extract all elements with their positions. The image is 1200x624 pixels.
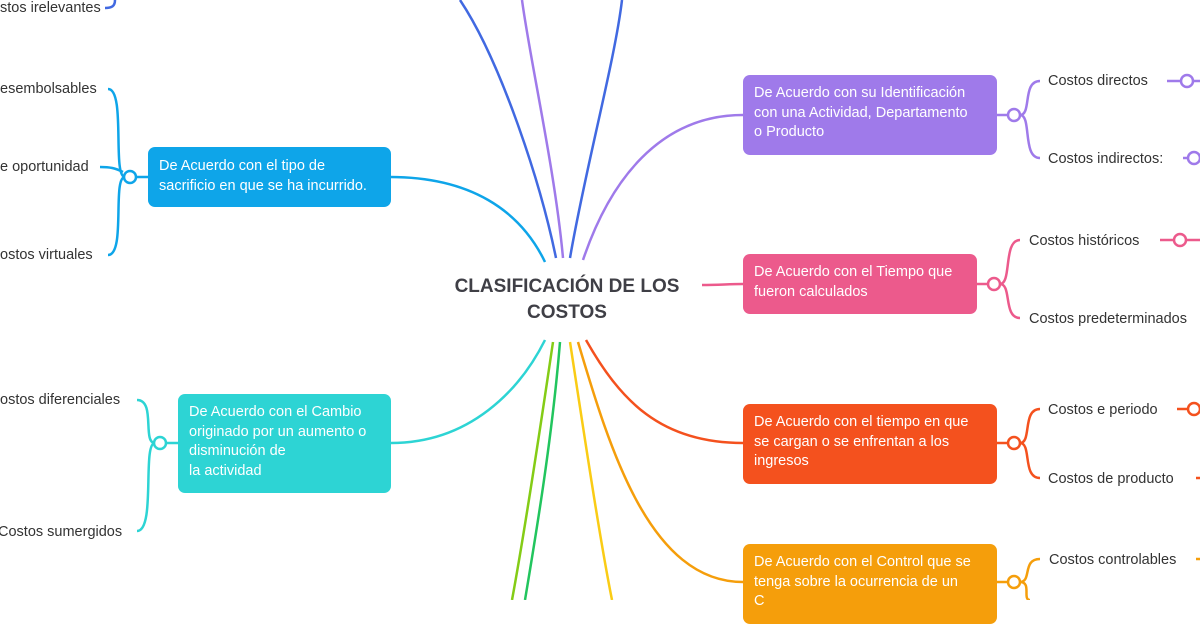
branch-cambio[interactable]: De Acuerdo con el Cambio originado por u…: [178, 394, 391, 493]
branch-tiempo-cargan[interactable]: De Acuerdo con el tiempo en que se carga…: [743, 404, 997, 484]
leaf-costos-historicos[interactable]: Costos históricos: [1029, 233, 1140, 249]
branch-collapse-toggle: [122, 169, 138, 185]
connector-line: [523, 341, 562, 600]
connector-line: [390, 339, 547, 445]
leaf-costos-indirectos[interactable]: Costos indirectos:: [1048, 151, 1164, 167]
connector-line: [584, 339, 744, 445]
connector-line: [136, 441, 156, 533]
leaf-costos-virtuales[interactable]: ostos virtuales: [0, 247, 93, 263]
branch-collapse-toggle: [1006, 574, 1022, 590]
branch-tiempo-calculados[interactable]: De Acuerdo con el Tiempo que fueron calc…: [743, 254, 977, 314]
leaf-collapse-toggle: [1186, 150, 1200, 166]
connector-line: [389, 175, 547, 263]
branch-identificacion[interactable]: De Acuerdo con su Identificación con una…: [743, 75, 997, 155]
connector-line: [1019, 580, 1031, 600]
branch-sacrificio[interactable]: De Acuerdo con el tipo de sacrificio en …: [148, 147, 391, 207]
leaf-collapse-toggle: [1186, 401, 1200, 417]
leaf-costos-directos[interactable]: Costos directos: [1048, 73, 1148, 89]
branch-collapse-toggle: [986, 276, 1002, 292]
connector-line: [1019, 79, 1041, 117]
connector-line: [1019, 113, 1041, 160]
branch-collapse-toggle: [152, 435, 168, 451]
leaf-stos-irelevantes[interactable]: stos irelevantes: [0, 0, 101, 16]
branch-collapse-toggle: [1006, 107, 1022, 123]
connector-line: [99, 165, 124, 174]
leaf-de-oportunidad[interactable]: e oportunidad: [0, 159, 89, 175]
connector-line: [999, 282, 1021, 320]
connector-line: [701, 282, 744, 287]
connector-line: [568, 0, 624, 259]
connector-line: [999, 238, 1021, 286]
connector-lines: [99, 0, 1200, 600]
leaf-costos-diferenciales[interactable]: ostos diferenciales: [0, 392, 121, 408]
connector-line: [107, 175, 126, 257]
connector-line: [107, 87, 126, 179]
branch-collapse-toggle: [1006, 435, 1022, 451]
connector-line: [104, 0, 117, 10]
connector-line: [1019, 441, 1041, 480]
branch-control[interactable]: De Acuerdo con el Control que se tenga s…: [743, 544, 997, 624]
leaf-costos-sumergidos[interactable]: Costos sumergidos: [0, 524, 123, 540]
leaf-collapse-toggle: [1179, 73, 1195, 89]
connector-line: [510, 341, 555, 600]
connector-line: [1019, 407, 1041, 445]
leaf-costos-de-producto[interactable]: Costos de producto: [1048, 471, 1174, 487]
connector-line: [136, 398, 156, 445]
leaf-desembolsables[interactable]: esembolsables: [0, 81, 97, 97]
leaf-collapse-toggle: [1172, 232, 1188, 248]
connector-line: [1019, 557, 1041, 584]
leaf-costos-controlables[interactable]: Costos controlables: [1049, 552, 1177, 568]
connector-line: [458, 0, 558, 259]
connector-line: [520, 0, 565, 259]
leaf-costos-e-periodo[interactable]: Costos e periodo: [1048, 402, 1158, 418]
connector-line: [568, 341, 614, 600]
leaf-costos-predeterminados[interactable]: Costos predeterminados: [1029, 311, 1187, 327]
connector-line: [581, 113, 744, 261]
central-topic[interactable]: CLASIFICACIÓN DE LOS COSTOS: [454, 276, 680, 323]
connector-line: [576, 341, 744, 584]
